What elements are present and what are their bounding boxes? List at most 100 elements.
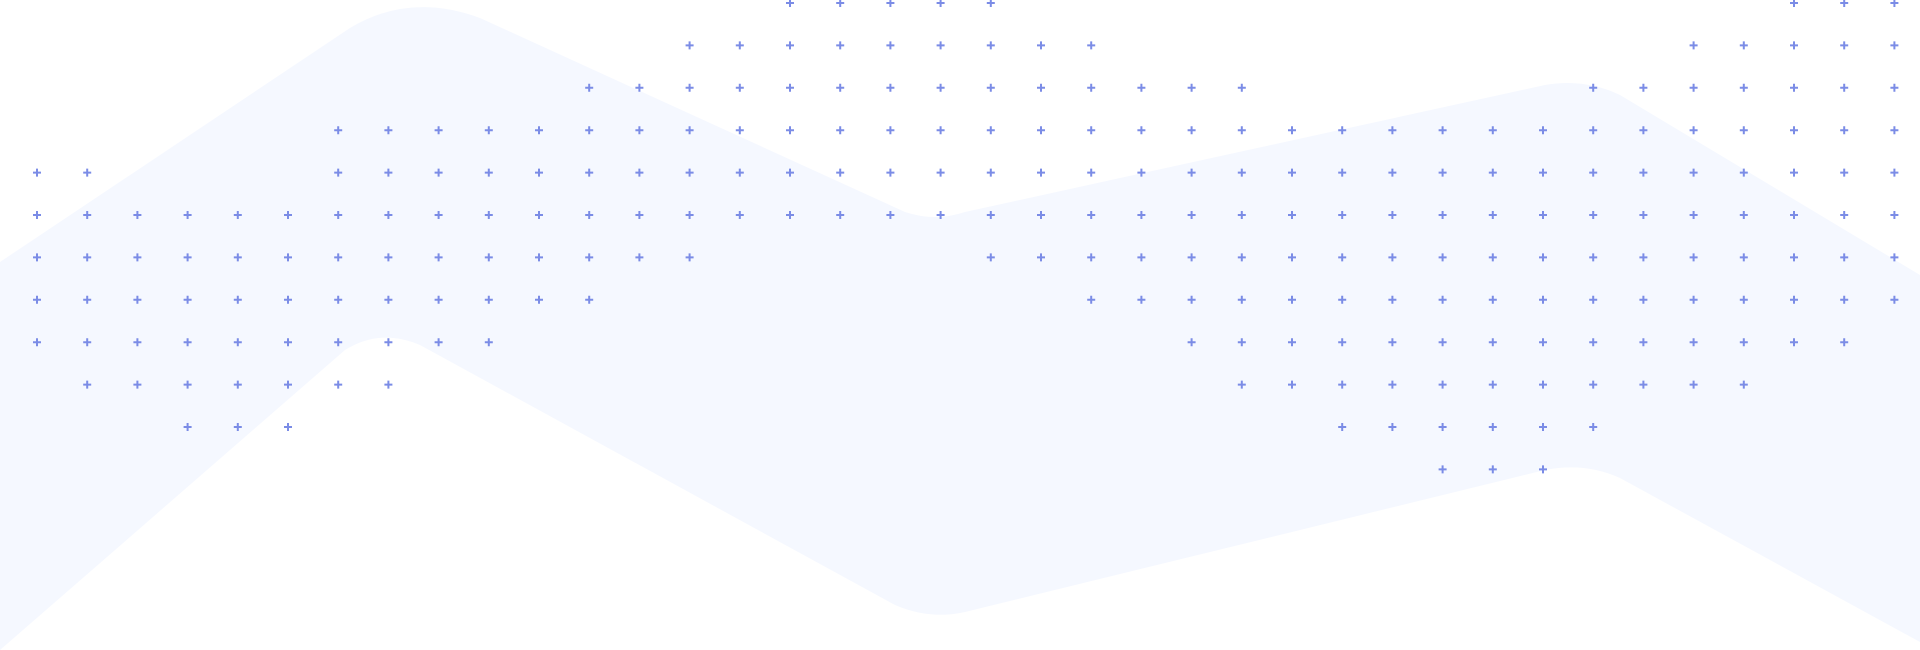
plus-icon — [1438, 295, 1447, 304]
plus-icon — [284, 338, 292, 347]
plus-icon — [1488, 295, 1497, 304]
plus-icon — [535, 253, 543, 262]
plus-icon — [1438, 168, 1447, 177]
plus-icon — [1890, 211, 1899, 219]
plus-icon — [83, 211, 92, 219]
plus-icon — [1488, 423, 1497, 431]
plus-icon — [936, 126, 945, 135]
plus-icon — [1338, 338, 1347, 347]
plus-icon — [1288, 126, 1296, 135]
plus-icon — [83, 253, 92, 262]
plus-icon — [1890, 253, 1899, 262]
plus-icon — [535, 211, 543, 219]
plus-icon — [183, 380, 192, 389]
plus-icon — [1589, 168, 1598, 177]
plus-icon — [1488, 380, 1497, 389]
plus-icon — [284, 380, 292, 389]
plus-icon — [1187, 253, 1196, 262]
plus-icon — [384, 126, 393, 135]
plus-icon — [635, 83, 644, 92]
plus-icon — [284, 211, 292, 219]
plus-icon — [1288, 253, 1296, 262]
plus-icon — [1388, 338, 1397, 347]
plus-icon — [936, 168, 945, 177]
plus-icon — [1840, 253, 1849, 262]
plus-icon — [1589, 253, 1598, 262]
plus-icon — [233, 253, 242, 262]
plus-icon — [233, 295, 242, 304]
plus-icon — [233, 380, 242, 389]
plus-icon — [1137, 211, 1146, 219]
plus-icon — [133, 253, 142, 262]
plus-icon — [133, 295, 142, 304]
plus-icon — [484, 211, 493, 219]
plus-icon — [1488, 465, 1497, 474]
plus-icon — [1739, 211, 1748, 219]
plus-icon — [886, 83, 895, 92]
plus-icon — [1237, 83, 1246, 92]
plus-icon — [334, 253, 343, 262]
plus-icon — [484, 126, 493, 135]
plus-icon — [1539, 295, 1547, 304]
plus-icon — [1840, 126, 1849, 135]
plus-icon — [1187, 83, 1196, 92]
plus-icon — [1689, 126, 1698, 135]
plus-icon — [1890, 0, 1899, 7]
plus-icon — [585, 211, 594, 219]
plus-icon — [1589, 211, 1598, 219]
plus-icon — [786, 83, 794, 92]
plus-icon — [685, 83, 694, 92]
plus-icon — [33, 295, 41, 304]
plus-icon — [334, 338, 343, 347]
plus-icon — [1338, 380, 1347, 389]
plus-icon — [1438, 423, 1447, 431]
plus-icon — [1890, 41, 1899, 50]
plus-icon — [284, 423, 292, 431]
plus-icon — [1890, 83, 1899, 92]
plus-icon — [1739, 253, 1748, 262]
plus-icon — [1689, 41, 1698, 50]
plus-icon — [1438, 465, 1447, 474]
plus-icon — [1790, 83, 1798, 92]
plus-icon — [1187, 126, 1196, 135]
plus-icon — [1087, 295, 1096, 304]
plus-icon — [1790, 41, 1798, 50]
plus-icon — [83, 338, 92, 347]
plus-icon — [1840, 211, 1849, 219]
plus-icon — [886, 168, 895, 177]
plus-icon — [1237, 380, 1246, 389]
plus-icon — [585, 83, 594, 92]
plus-icon — [1037, 253, 1045, 262]
plus-icon — [384, 211, 393, 219]
plus-icon — [836, 0, 845, 7]
plus-icon — [384, 295, 393, 304]
plus-icon — [1388, 380, 1397, 389]
plus-icon — [1338, 168, 1347, 177]
plus-icon — [1790, 168, 1798, 177]
plus-icon — [1288, 211, 1296, 219]
plus-icon — [685, 126, 694, 135]
plus-icon — [1388, 423, 1397, 431]
plus-icon — [1288, 380, 1296, 389]
plus-icon — [685, 41, 694, 50]
plus-icon — [535, 126, 543, 135]
plus-icon — [1639, 338, 1648, 347]
plus-icon — [83, 380, 92, 389]
plus-icon — [1689, 83, 1698, 92]
plus-icon — [1539, 465, 1547, 474]
plus-icon — [83, 295, 92, 304]
plus-icon — [133, 211, 142, 219]
plus-icon — [1790, 211, 1798, 219]
plus-icon — [936, 211, 945, 219]
plus-icon — [585, 253, 594, 262]
plus-icon — [1288, 295, 1296, 304]
plus-icon — [334, 168, 343, 177]
plus-icon — [434, 295, 443, 304]
plus-icon — [986, 211, 995, 219]
plus-icon — [685, 253, 694, 262]
plus-icon — [1790, 0, 1798, 7]
plus-icon — [1037, 211, 1045, 219]
plus-icon — [836, 41, 845, 50]
plus-icon — [1539, 253, 1547, 262]
plus-icon — [535, 168, 543, 177]
